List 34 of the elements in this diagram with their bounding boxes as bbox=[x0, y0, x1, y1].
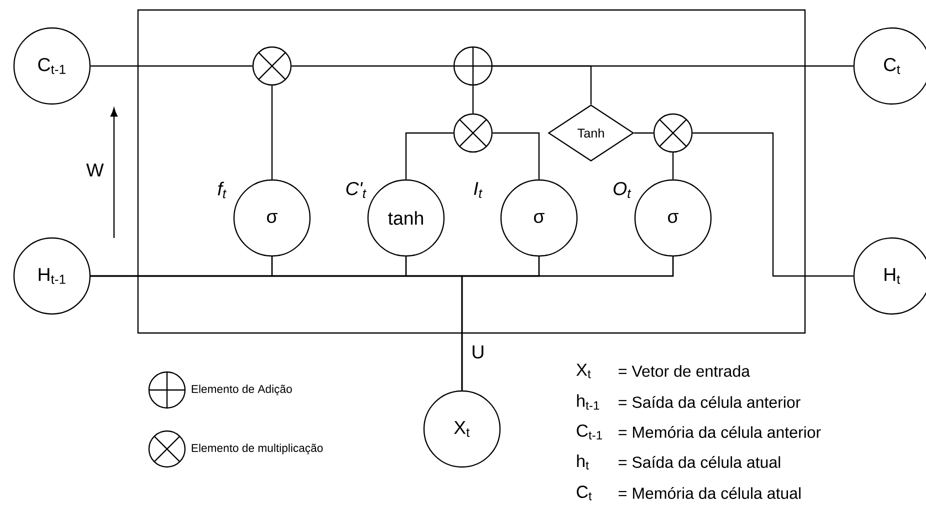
symbol-label: C$_{t-1}$ bbox=[576, 424, 602, 440]
gate-label: I$_{t}$ bbox=[474, 182, 483, 198]
multiply-symbol bbox=[252, 46, 292, 86]
connector-line bbox=[492, 65, 592, 104]
weight-label: U bbox=[472, 345, 484, 358]
connector-line bbox=[90, 65, 252, 67]
cell-box bbox=[137, 9, 806, 334]
add-symbol bbox=[453, 46, 493, 86]
multiply-symbol bbox=[453, 113, 493, 153]
connector-line bbox=[634, 132, 654, 134]
definition-text: = Vetor de entrada bbox=[618, 365, 750, 377]
connector-line bbox=[461, 256, 674, 390]
connector-line bbox=[472, 86, 474, 114]
connector-line bbox=[271, 86, 273, 180]
symbol-label: C$_{t}$ bbox=[576, 486, 592, 500]
weight-label: W bbox=[86, 164, 104, 176]
multiply-symbol bbox=[653, 113, 693, 153]
connector-line bbox=[692, 132, 854, 277]
connector-line bbox=[292, 65, 454, 67]
legend-text: Elemento de multiplicação bbox=[192, 444, 323, 454]
definition-text: = Saída da célula anterior bbox=[618, 396, 800, 408]
symbol-label: X$_{t}$ bbox=[576, 364, 591, 378]
connector-line bbox=[672, 152, 674, 180]
gate-label: O$_{t}$ bbox=[614, 182, 632, 198]
definition-text: = Saída da célula atual bbox=[618, 456, 780, 468]
symbol-label: h$_{t}$ bbox=[577, 454, 589, 470]
symbol-label: h$_{t-1}$ bbox=[577, 394, 600, 410]
gate-label: C'$_{t}$ bbox=[346, 182, 366, 198]
definition-text: = Memória da célula atual bbox=[618, 487, 800, 499]
connector-line bbox=[492, 132, 540, 180]
gate-label: f$_{t}$ bbox=[218, 182, 227, 198]
definition-text: = Memória da célula anterior bbox=[618, 426, 821, 438]
legend-text: Elemento de Adição bbox=[192, 384, 292, 396]
connector-line bbox=[405, 132, 454, 180]
